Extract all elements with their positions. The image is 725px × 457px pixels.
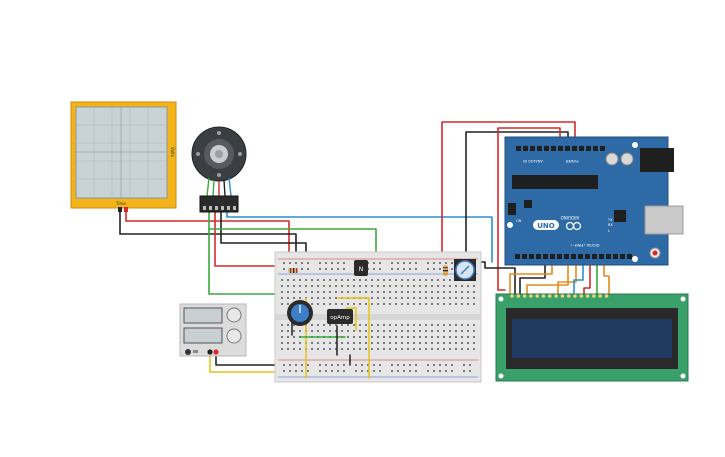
breadboard-holes — [281, 262, 475, 372]
wire-scope-red[interactable] — [125, 211, 290, 263]
arduino-power-label: POWER — [565, 159, 579, 163]
usb-port — [644, 205, 684, 235]
wire-lcd-e[interactable] — [557, 256, 577, 295]
arduino-infinity-icon — [565, 221, 582, 231]
arduino-rx-label: RX — [608, 223, 613, 227]
psu-terminal-red[interactable] — [213, 349, 219, 355]
wire-lcd-gnd[interactable] — [519, 256, 546, 295]
power-supply[interactable] — [179, 303, 247, 357]
arduino-digital-label: DIGITAL (PWM~) — [570, 243, 600, 247]
psu-terminal-black[interactable] — [207, 349, 213, 355]
arduino-uno[interactable]: UNO ARDUINO ANALOG IN POWER DIGITAL (PWM… — [504, 136, 684, 266]
resistor[interactable] — [288, 268, 298, 273]
wire-lcd-d5[interactable] — [583, 256, 591, 295]
oscilloscope[interactable]: Volts Time — [70, 101, 177, 212]
lcd-display[interactable] — [495, 293, 689, 382]
potentiometer[interactable] — [287, 300, 313, 326]
wire-psu-black[interactable] — [215, 353, 294, 366]
screw-icon — [196, 152, 200, 156]
arduino-analog-label: ANALOG IN — [523, 159, 543, 163]
rotary-encoder[interactable] — [191, 126, 247, 213]
wire-lcd-rs[interactable] — [526, 256, 569, 295]
arduino-digital-header — [516, 146, 605, 151]
arduino-board-label: ARDUINO — [561, 215, 580, 220]
screw-icon — [217, 131, 221, 135]
resistor[interactable] — [443, 265, 448, 276]
oscilloscope-screen — [75, 106, 168, 199]
power-jack — [640, 148, 674, 172]
wires — [119, 121, 610, 373]
oscilloscope-bottom-label: Time — [115, 201, 126, 206]
wire-arduino-red-lcd[interactable] — [497, 127, 561, 291]
lcd-pins — [510, 294, 609, 298]
wire-encoder-blue[interactable] — [226, 211, 493, 263]
oscilloscope-probe-black[interactable] — [118, 207, 122, 212]
psu-knob-current[interactable] — [226, 328, 242, 344]
arduino-tx-label: TX — [607, 218, 613, 222]
encoder-pins — [203, 206, 236, 210]
arduino-brand-label: UNO — [537, 222, 555, 230]
psu-power-button[interactable] — [185, 349, 191, 355]
arduino-l-label: L — [608, 229, 610, 233]
lcd-screen — [512, 319, 672, 358]
opamp-chip[interactable]: opAmp — [327, 309, 353, 324]
wire-lcd-d4[interactable] — [573, 256, 584, 295]
psu-knob-voltage[interactable] — [226, 307, 242, 323]
wire-lcd-d7[interactable] — [603, 256, 610, 295]
wire-arduino-5v-red[interactable] — [441, 121, 576, 263]
oscilloscope-side-label: Volts — [170, 147, 175, 157]
oscilloscope-probe-red[interactable] — [124, 207, 128, 212]
screw-icon — [217, 173, 221, 177]
trimmer-potentiometer[interactable] — [454, 259, 476, 281]
arduino-on-label: ON — [516, 219, 522, 223]
psu-display-current — [183, 327, 223, 344]
wire-pot-black[interactable] — [477, 261, 516, 295]
psu-display-voltage — [183, 307, 223, 324]
wire-scope-black[interactable] — [119, 211, 297, 263]
opamp-label: opAmp — [330, 315, 350, 321]
encoder-ribbon — [206, 177, 232, 197]
atmega-chip — [512, 175, 598, 189]
screw-icon — [238, 152, 242, 156]
arduino-analog-header — [515, 254, 632, 259]
transistor[interactable]: N — [354, 260, 368, 276]
transistor-label: N — [359, 266, 364, 273]
oscilloscope-grid — [76, 107, 167, 198]
